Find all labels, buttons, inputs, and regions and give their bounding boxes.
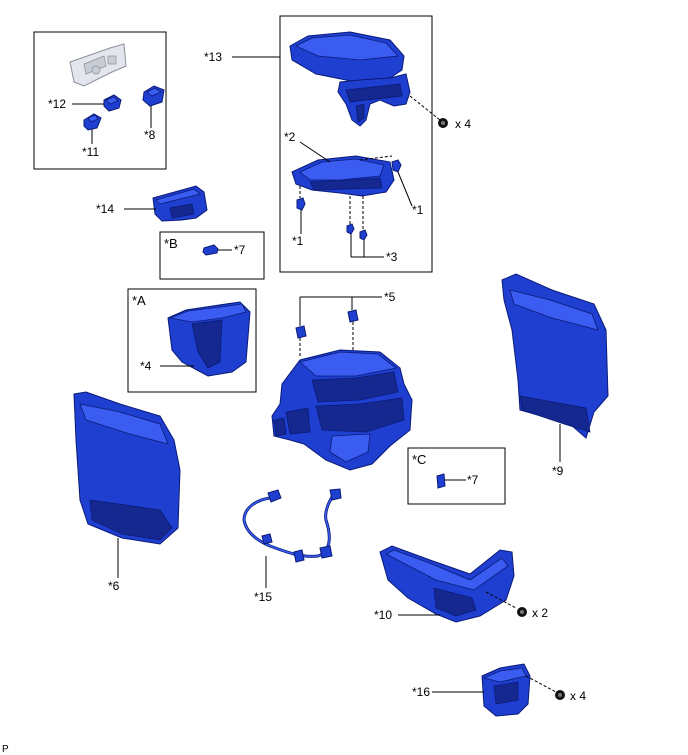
part-7-clip-c	[436, 473, 446, 489]
armrest-bolt-icon	[438, 118, 448, 128]
label-part-4: *4	[140, 359, 152, 373]
qty-bracket-bolts: x 4	[570, 689, 586, 703]
qty-armrest-bolts: x 4	[455, 117, 471, 131]
group-b-title: *B	[164, 236, 178, 251]
switch-panel-bezel	[69, 43, 127, 87]
console-body-frame	[271, 349, 413, 471]
frame-group-a	[127, 288, 257, 393]
part-8-cap	[142, 85, 165, 107]
part-5-clip-right	[347, 309, 359, 323]
part-3-clip-b	[359, 229, 368, 241]
bracket-bolt-icon	[555, 690, 565, 700]
part-16-bracket	[481, 663, 531, 717]
label-part-1-right: *1	[412, 203, 424, 217]
frame-armrest-group	[279, 15, 433, 273]
part-9-right-side-panel	[501, 273, 609, 439]
part-5-clip-left	[295, 325, 307, 339]
label-part-5: *5	[384, 290, 396, 304]
part-14-cover	[152, 185, 208, 222]
label-part-12: *12	[48, 97, 66, 111]
label-part-14: *14	[96, 202, 114, 216]
group-a-title: *A	[132, 293, 146, 308]
label-part-2: *2	[284, 130, 296, 144]
tray-bolt-icon	[517, 607, 527, 617]
part-3-clip-a	[346, 223, 355, 235]
label-part-1-left: *1	[292, 234, 304, 248]
part-13-armrest-lid	[289, 31, 411, 127]
part-15-wire-harness	[242, 488, 342, 563]
part-2-hinge-plate	[291, 155, 395, 197]
part-4-storage-box	[167, 301, 251, 377]
part-1-clip-right	[391, 159, 402, 173]
corner-mark: P	[2, 744, 9, 755]
label-part-16: *16	[412, 685, 430, 699]
frame-switch-group	[33, 31, 167, 170]
frame-group-c	[407, 447, 506, 505]
part-11-switch	[83, 113, 102, 131]
label-part-3: *3	[386, 250, 398, 264]
label-part-8: *8	[144, 128, 156, 142]
part-1-clip-left	[296, 197, 306, 211]
label-part-11: *11	[82, 145, 99, 159]
label-part-15: *15	[254, 590, 272, 604]
label-part-10: *10	[374, 608, 392, 622]
part-10-lower-tray	[379, 545, 515, 623]
label-part-7-c: *7	[467, 473, 479, 487]
label-part-6: *6	[108, 579, 120, 593]
group-c-title: *C	[412, 452, 426, 467]
part-6-left-side-panel	[73, 391, 181, 545]
part-7-clip-b	[202, 244, 219, 256]
frame-group-b	[159, 231, 265, 280]
label-part-7-b: *7	[234, 243, 246, 257]
qty-tray-bolts: x 2	[532, 606, 548, 620]
label-part-13: *13	[204, 50, 222, 64]
part-12-knob	[103, 94, 122, 112]
label-part-9: *9	[552, 464, 564, 478]
